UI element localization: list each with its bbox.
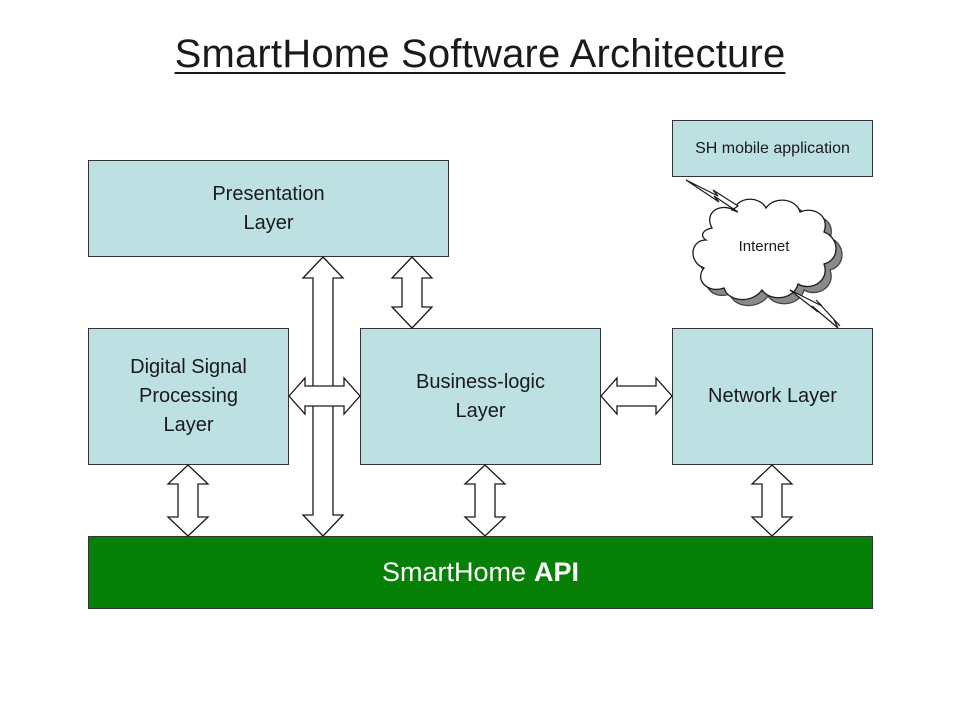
presentation-layer-box: Presentation Layer [88, 160, 449, 257]
diagram-title: SmartHome Software Architecture [174, 32, 786, 76]
mobile-app-label: SH mobile application [695, 140, 850, 157]
arrow-dsp-api [166, 464, 210, 537]
smarthome-api-box: SmartHome API [88, 536, 873, 609]
api-label-prefix: SmartHome [381, 557, 526, 587]
arrow-business-network [600, 376, 673, 416]
network-layer-box: Network Layer [672, 328, 873, 465]
business-logic-layer-box: Business-logic Layer [360, 328, 601, 465]
lightning-cloud-network [789, 289, 841, 329]
internet-label: Internet [738, 238, 790, 255]
internet-cloud [692, 198, 843, 307]
business-logic-layer-label: Business-logic Layer [416, 370, 545, 422]
arrow-business-api [463, 464, 507, 537]
arrow-dsp-business [288, 376, 361, 416]
cloud-body [692, 198, 837, 301]
dsp-layer-box: Digital Signal Processing Layer [88, 328, 289, 465]
dsp-layer-label: Digital Signal Processing Layer [130, 356, 247, 436]
network-layer-label: Network Layer [708, 385, 837, 407]
arrow-network-api [750, 464, 794, 537]
arrow-presentation-business [390, 256, 434, 329]
api-label-suffix: API [534, 557, 580, 587]
lightning-mobile-cloud [685, 179, 740, 213]
presentation-layer-label: Presentation Layer [212, 182, 325, 234]
mobile-app-box: SH mobile application [672, 120, 873, 177]
